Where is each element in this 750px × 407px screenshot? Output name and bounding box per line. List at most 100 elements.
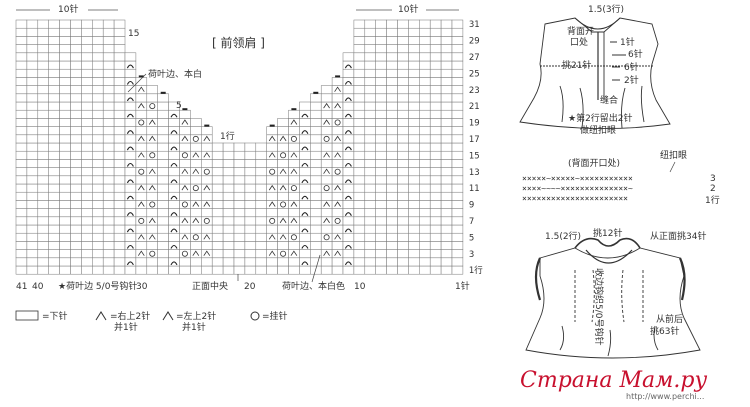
grid-cell [37,200,49,209]
row-number-label: 23 [469,86,480,96]
bottom-number-20: 20 [244,282,256,292]
grid-cell [429,101,442,111]
grid-cell [255,265,267,275]
grid-cell [419,85,431,95]
grid-cell [92,85,104,95]
grid-cell [397,265,409,275]
grid-cell [179,126,191,136]
grid-cell [135,159,148,168]
grid-cell [440,36,453,45]
grid-cell [353,60,366,70]
grid-cell [288,109,300,119]
grid-cell [59,85,71,95]
grid-cell [364,109,376,119]
grid-cell [320,142,333,152]
grid-cell [146,109,158,119]
yarn-over-mark [138,168,145,175]
grid-cell [233,142,246,152]
grid-cell [222,200,235,209]
grid-cell [408,101,420,111]
grid-cell [419,101,431,111]
grid-cell [408,200,420,209]
grid-cell [135,142,148,152]
grid-cell [81,265,93,275]
yarn-over-mark [334,119,341,126]
grid-cell [102,265,115,275]
grid-cell [451,85,464,95]
grid-cell [48,249,60,259]
grid-cell [26,183,39,193]
grid-cell [310,200,322,209]
grid-cell [102,36,115,45]
grid-cell [157,265,169,275]
decrease-mark [137,184,145,191]
grid-cell [397,167,409,177]
grid-cell [113,109,126,119]
grid-cell [244,150,257,160]
row-number-label: 5 [469,233,474,243]
grid-cell [353,19,366,29]
yarn-over-mark [138,119,145,126]
grid-cell [179,265,191,275]
grid-cell [124,118,137,127]
bottom-number-1: 1针 [455,280,470,292]
grid-cell [113,257,126,267]
grid-cell [102,208,115,218]
grid-cell [113,27,126,37]
grid-cell [211,232,224,242]
grid-cell [451,142,464,152]
right-decrease-icon [95,311,107,321]
decrease-mark [137,152,145,158]
grid-cell [364,19,376,29]
grid-cell [179,142,191,152]
decrease-mark [290,119,298,125]
grid-cell [397,183,409,193]
grid-cell [81,52,93,62]
row-number-label: 15 [469,151,480,161]
grid-cell [331,257,344,267]
grid-cell [310,93,322,103]
decrease-mark [148,217,156,224]
decrease-mark [148,135,156,142]
grid-cell [419,257,431,267]
grid-cell [429,44,442,54]
grid-cell [48,126,60,136]
grid-cell [211,142,224,152]
grid-cell [429,60,442,70]
yarn-over-mark [203,217,210,224]
ruffle-loop-mark [344,195,352,200]
grid-cell [26,77,39,86]
grid-cell [102,19,115,29]
decrease-mark [268,250,276,256]
grid-cell [15,232,28,242]
decrease-mark [181,135,189,142]
grid-cell [113,191,126,201]
grid-cell [320,109,333,119]
grid-cell [37,175,49,185]
grid-cell [320,85,333,95]
grid-cell [375,44,387,54]
grid-cell [419,60,431,70]
buttonhole-row-num-3: 3 [710,174,716,184]
grid-cell [15,159,28,168]
grid-cell [408,52,420,62]
grid-cell [146,241,158,250]
ruffle-loop-mark [170,261,178,266]
grid-cell [37,134,49,144]
grid-cell [26,167,39,177]
grid-cell [70,126,82,136]
yarn-over-mark [323,234,330,241]
grid-cell [135,208,148,218]
grid-cell [233,249,246,259]
grid-cell [277,208,289,218]
grid-cell [364,200,376,209]
grid-cell [70,44,82,54]
bind-off-mark [138,75,144,78]
grid-cell [113,36,126,45]
grid-cell [102,232,115,242]
grid-cell [408,216,420,226]
grid-cell [168,200,180,209]
grid-cell [364,191,376,201]
grid-cell [190,241,202,250]
grid-cell [451,232,464,242]
